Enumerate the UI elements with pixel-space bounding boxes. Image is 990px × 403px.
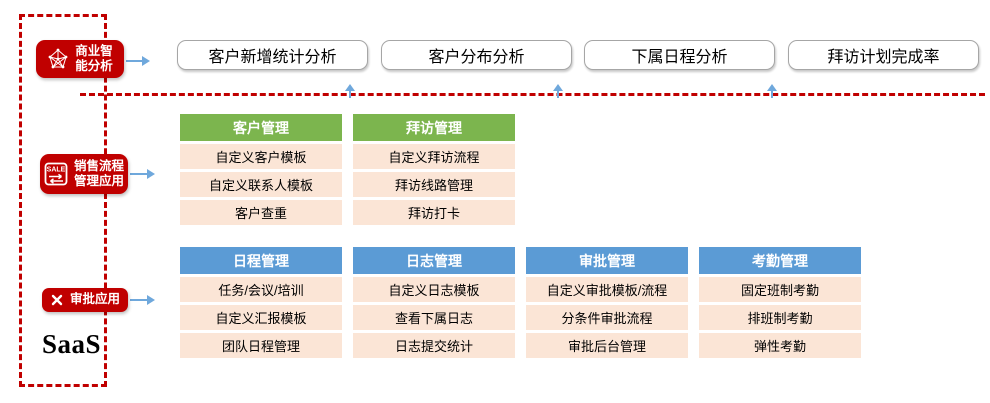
bi-analysis-label: 商业智 能分析 bbox=[36, 40, 124, 78]
table-row: 固定班制考勤 bbox=[699, 277, 861, 302]
module-table-journal-mgmt: 日志管理 自定义日志模板 查看下属日志 日志提交统计 bbox=[353, 247, 515, 358]
table-row: 查看下属日志 bbox=[353, 305, 515, 330]
arrow-right-icon bbox=[130, 295, 155, 305]
table-header: 客户管理 bbox=[180, 114, 342, 141]
arrow-up-icon bbox=[553, 84, 563, 98]
module-table-visit-mgmt: 拜访管理 自定义拜访流程 拜访线路管理 拜访打卡 bbox=[353, 114, 515, 225]
bi-report-box: 客户分布分析 bbox=[381, 40, 572, 70]
table-row: 自定义客户模板 bbox=[180, 144, 342, 169]
module-table-attendance-mgmt: 考勤管理 固定班制考勤 排班制考勤 弹性考勤 bbox=[699, 247, 861, 358]
crossed-tools-icon bbox=[51, 294, 63, 306]
sales-process-label: SALE 销售流程 管理应用 bbox=[40, 154, 128, 194]
table-header: 日程管理 bbox=[180, 247, 342, 274]
bi-layer-dashed-divider bbox=[80, 93, 985, 96]
table-header: 审批管理 bbox=[526, 247, 688, 274]
sales-label-line1: 销售流程 bbox=[73, 158, 124, 173]
bi-report-box: 客户新增统计分析 bbox=[177, 40, 368, 70]
table-row: 自定义拜访流程 bbox=[353, 144, 515, 169]
table-header: 拜访管理 bbox=[353, 114, 515, 141]
table-row: 自定义日志模板 bbox=[353, 277, 515, 302]
sale-icon-text: SALE bbox=[47, 167, 66, 174]
arrow-up-icon bbox=[345, 84, 355, 98]
table-row: 客户查重 bbox=[180, 200, 342, 225]
sales-label-line2: 管理应用 bbox=[73, 174, 124, 188]
bi-label-line1: 商业智 bbox=[75, 43, 113, 58]
table-row: 团队日程管理 bbox=[180, 333, 342, 358]
table-header: 日志管理 bbox=[353, 247, 515, 274]
table-row: 拜访线路管理 bbox=[353, 172, 515, 197]
approval-apps-label: 审批应用 bbox=[42, 288, 128, 312]
table-row: 日志提交统计 bbox=[353, 333, 515, 358]
arrow-up-icon bbox=[767, 84, 777, 98]
table-row: 排班制考勤 bbox=[699, 305, 861, 330]
saas-boundary-dashed-border bbox=[19, 14, 107, 387]
table-row: 任务/会议/培训 bbox=[180, 277, 342, 302]
table-header: 考勤管理 bbox=[699, 247, 861, 274]
network-icon bbox=[48, 48, 68, 69]
module-table-customer-mgmt: 客户管理 自定义客户模板 自定义联系人模板 客户查重 bbox=[180, 114, 342, 225]
table-row: 分条件审批流程 bbox=[526, 305, 688, 330]
bi-label-line2: 能分析 bbox=[75, 59, 113, 73]
arrow-right-icon bbox=[130, 169, 155, 179]
module-table-schedule-mgmt: 日程管理 任务/会议/培训 自定义汇报模板 团队日程管理 bbox=[180, 247, 342, 358]
bi-label-text: 商业智 能分析 bbox=[75, 44, 113, 75]
bi-report-box: 下属日程分析 bbox=[584, 40, 775, 70]
bi-report-box: 拜访计划完成率 bbox=[788, 40, 979, 70]
table-row: 自定义审批模板/流程 bbox=[526, 277, 688, 302]
table-row: 拜访打卡 bbox=[353, 200, 515, 225]
module-table-approval-mgmt: 审批管理 自定义审批模板/流程 分条件审批流程 审批后台管理 bbox=[526, 247, 688, 358]
arrow-right-icon bbox=[126, 56, 150, 66]
table-row: 自定义汇报模板 bbox=[180, 305, 342, 330]
table-row: 审批后台管理 bbox=[526, 333, 688, 358]
sale-tag-icon: SALE bbox=[44, 162, 68, 186]
table-row: 弹性考勤 bbox=[699, 333, 861, 358]
table-row: 自定义联系人模板 bbox=[180, 172, 342, 197]
sales-label-text: 销售流程 管理应用 bbox=[74, 159, 124, 190]
saas-caption: SaaS bbox=[42, 329, 102, 359]
approval-label-text: 审批应用 bbox=[69, 292, 120, 307]
